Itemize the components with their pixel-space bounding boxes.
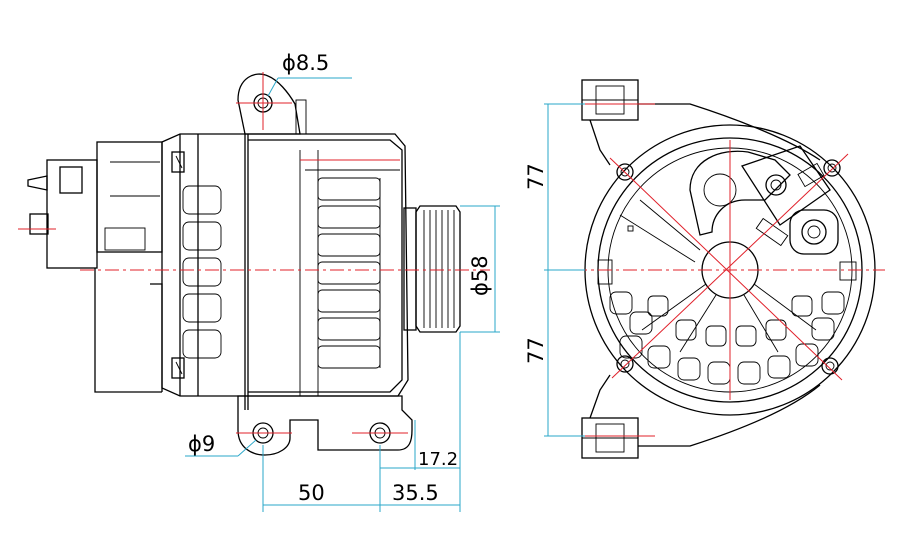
mounting-arms: [581, 79, 821, 459]
dim-pulley-distance: 35.5: [392, 481, 439, 505]
front-centerlines: [548, 103, 885, 437]
pulley: [403, 205, 461, 333]
dim-pulley-offset: 17.2: [418, 449, 458, 470]
front-dimension-lines: [544, 103, 585, 437]
cooling-slots: [609, 291, 845, 385]
side-view: ϕ8.5 ϕ9 ϕ58 17.2 50 35.5: [18, 51, 500, 512]
dim-hole-top: ϕ8.5: [282, 51, 329, 75]
stator-housing: [244, 134, 403, 410]
dimension-lines: [185, 77, 500, 512]
dim-hole-spacing: 50: [298, 481, 325, 505]
hub-spokes: [641, 283, 817, 362]
dim-mount-upper: 77: [524, 163, 548, 190]
rear-housing: [94, 133, 409, 397]
dim-pulley-diameter: ϕ58: [468, 255, 492, 296]
housing-screws: [616, 159, 841, 375]
dim-hole-bottom: ϕ9: [188, 432, 215, 456]
rectifier-plate: [597, 145, 857, 285]
bottom-mount-ears: [237, 395, 413, 456]
top-mount-ear: [237, 73, 307, 135]
connector-plug: [27, 141, 163, 269]
front-view: 77 77: [524, 79, 885, 459]
dim-mount-lower: 77: [524, 337, 548, 364]
